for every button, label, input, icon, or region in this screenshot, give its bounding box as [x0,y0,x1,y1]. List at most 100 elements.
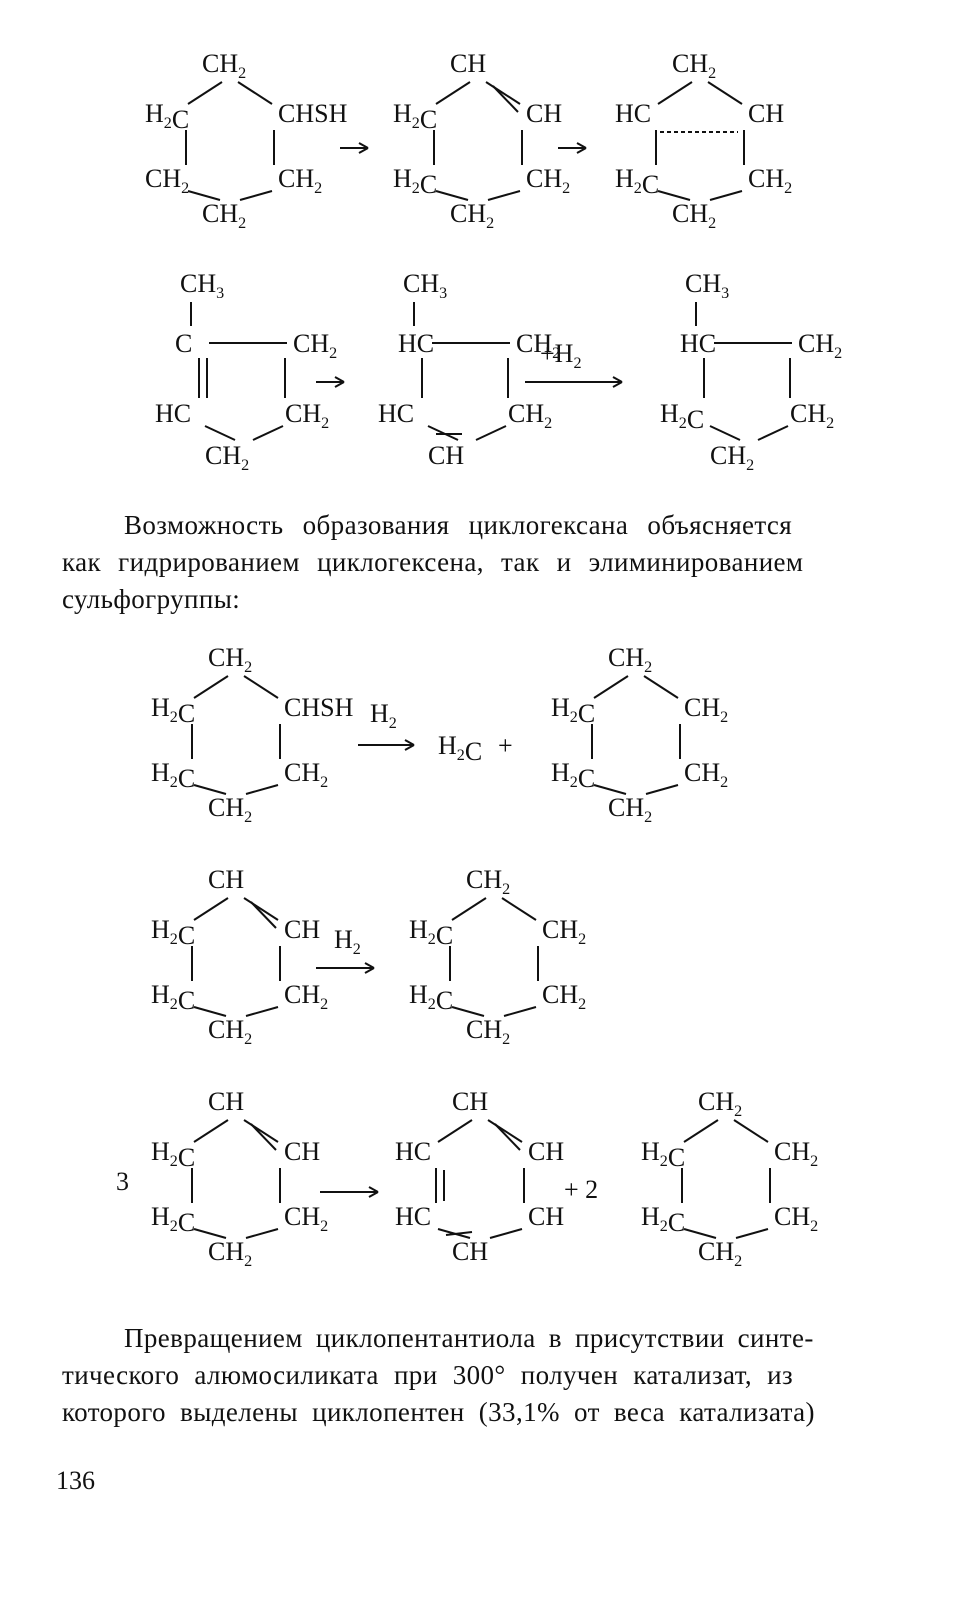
ring-bond [489,1228,523,1239]
ring-bond [245,784,279,795]
ring-atom-lower-left: H2C [151,758,195,793]
plus-sign: + [498,731,513,760]
product-h2s: H2C [438,731,482,766]
ring-bond [243,1119,279,1143]
ring-bond [243,675,279,699]
ring-bond [435,81,471,105]
ring-atom-lower-left: HC [155,399,191,428]
paragraph-1: Возможность образования циклогексана объ… [62,507,803,618]
arrow-3 [334,376,345,383]
ring-atom-upper-right: CH2 [542,915,586,948]
ring-atom-lower-right: CH2 [774,1202,818,1235]
methyl-group: CH3 [685,269,729,302]
ring-atom-upper-left: H2C [151,915,195,950]
ring-bond [645,784,679,795]
ring-bond [709,425,741,441]
ring-bond [707,81,743,105]
paragraph-2: Превращением циклопентантиола в присутст… [62,1320,815,1431]
ring-bond [709,190,743,201]
arrow-3 [334,381,345,388]
ring-bond [735,1228,769,1239]
ring-double-bond [494,1123,521,1151]
ring-atom-upper-left: H2C [409,915,453,950]
ring-bond [435,190,469,201]
ring-bond [501,897,537,921]
ring-atom-upper-right: CH [528,1137,564,1166]
ring-atom-bottom: CH2 [466,1015,510,1048]
ring-bond [193,1119,229,1143]
ring-atom-lower-left: H2C [641,1202,685,1237]
ring-bond [657,190,691,201]
ring-bond [451,897,487,921]
ring-bond [485,81,521,105]
ring-atom-top: CH [450,49,486,78]
ring-atom-top: CH2 [208,643,252,676]
ring-atom-upper-right: CH2 [684,693,728,726]
ring-atom-upper-left: H2C [145,99,189,134]
paragraph-1-line-2: как гидрированием циклогексена, так и эл… [62,547,804,577]
arrow-1 [358,142,369,149]
ring-bond [643,675,679,699]
ring-atom-upper-left: H2C [551,693,595,728]
ring-atom-upper-left: HC [398,329,434,358]
ring-atom-upper-left: HC [395,1137,431,1166]
ring-atom-upper-left: H2C [393,99,437,134]
arrow-5 [404,739,415,746]
ring-bond [475,425,507,441]
ring-atom-lower-left: H2C [551,758,595,793]
ring-atom-bottom: CH2 [698,1237,742,1270]
arrow-5 [404,744,415,751]
reagent-h2: H2 [334,925,361,958]
arrow-7 [368,1191,379,1198]
ring-bond [487,1119,523,1143]
ring-atom-lower-right: CH2 [542,980,586,1013]
ring-atom-upper-left: H2C [151,1137,195,1172]
ring-atom-top: CH [452,1087,488,1116]
ring-bond [245,1006,279,1017]
ring-bond [204,425,236,441]
ring-atom-upper-right: CHSH [278,99,348,128]
ring-atom-lower-left: H2C [151,1202,195,1237]
ring-atom-top: CH2 [202,49,246,82]
ring-atom-top: CH [208,1087,244,1116]
ring-atom-upper-right: CH2 [516,329,560,362]
ring-double-bond [492,85,519,113]
ring-atom-bottom: CH2 [450,199,494,232]
ring-atom-lower-right: CH2 [748,164,792,197]
ring-bond [245,1228,279,1239]
ring-atom-lower-left: H2C [615,164,659,199]
ring-bond [193,675,229,699]
ring-atom-top: CH [208,865,244,894]
ring-atom-bottom: CH2 [202,199,246,232]
arrow-6 [364,962,375,969]
ring-atom-lower-right: CH [528,1202,564,1231]
ring-atom-bottom: CH2 [608,793,652,826]
arrow-2 [576,142,587,149]
ring-atom-upper-left: H2C [151,693,195,728]
arrow-7 [368,1186,379,1193]
ring-atom-bottom: CH2 [205,441,249,474]
ring-atom-lower-left: CH2 [145,164,189,197]
ring-atom-upper-right: CH2 [798,329,842,362]
arrow-4 [612,376,623,383]
ring-atom-upper-right: CH [284,915,320,944]
ring-atom-bottom: CH2 [672,199,716,232]
ring-atom-lower-right: CH2 [278,164,322,197]
reagent-h2: H2 [370,699,397,732]
ring-atom-bottom: CH [452,1237,488,1266]
ring-atom-lower-left: H2C [409,980,453,1015]
ring-atom-lower-right: CH2 [790,399,834,432]
ring-atom-upper-right: CH [526,99,562,128]
ring-atom-upper-left: C [175,329,192,358]
ring-atom-lower-left: HC [378,399,414,428]
ring-bond [503,1006,537,1017]
ring-bond [193,1006,227,1017]
reagent-plus-h2: +H2 [540,339,582,372]
ring-atom-lower-right: CH2 [284,758,328,791]
ring-atom-lower-right: CH2 [284,1202,328,1235]
ring-double-bond [445,1231,473,1236]
arrow-1 [358,147,369,154]
ring-bond [187,81,223,105]
ring-atom-lower-right: CH2 [508,399,552,432]
